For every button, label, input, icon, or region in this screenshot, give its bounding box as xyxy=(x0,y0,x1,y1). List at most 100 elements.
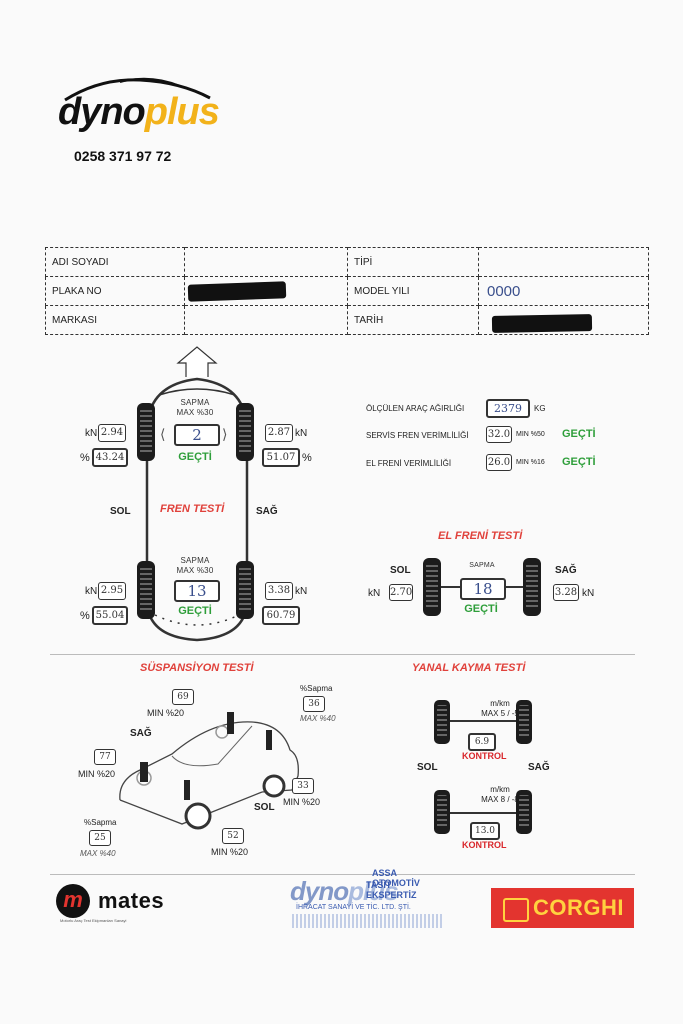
susp-front-sapma-label: %Sapma xyxy=(300,684,333,693)
stamp-line: İHRACAT SANAYİ VE TİC. LTD. ŞTİ. xyxy=(296,904,411,911)
hand-right-kn-unit: kN xyxy=(582,588,595,599)
stamp-top: ASSA OTOMOTİV xyxy=(372,868,420,888)
hand-brake-test-title: EL FRENİ TESTİ xyxy=(438,530,523,542)
company-stamp: dynoplus ASSA OTOMOTİV TASİT EKSPERTİZ İ… xyxy=(284,866,444,934)
model-year-value: 0000 xyxy=(478,276,649,306)
front-left-tyre-icon xyxy=(137,403,155,461)
slip-rear-right-tyre-icon xyxy=(516,790,532,834)
rear-right-kn-unit: kN xyxy=(295,586,308,597)
front-left-kn-unit: kN xyxy=(85,428,98,439)
slip-rear-unit: m/km xyxy=(490,785,510,794)
model-year-label: MODEL YILI xyxy=(347,276,479,306)
corghi-emblem-icon xyxy=(503,898,529,922)
slip-front-max: MAX 5 / -5 xyxy=(481,709,519,718)
susp-rear-right-min: MIN %20 xyxy=(211,847,249,857)
slip-front-left-tyre-icon xyxy=(434,700,450,744)
mates-logo-text: mates xyxy=(98,888,165,913)
car-silhouette-icon xyxy=(64,77,211,102)
name-label: ADI SOYADI xyxy=(45,247,185,277)
front-brake-result: GEÇTİ xyxy=(178,451,212,463)
rear-right-tyre-icon xyxy=(236,561,254,619)
rear-left-kn-unit: kN xyxy=(85,586,98,597)
rear-deviation-label: SAPMA xyxy=(180,556,210,565)
hand-brake-value: 26.0 xyxy=(486,454,512,471)
front-left-pct: 43.24 xyxy=(92,448,128,467)
hand-deviation-label: SAPMA xyxy=(469,562,495,569)
susp-rear-sapma-max: MAX %40 xyxy=(80,849,116,858)
dynoplus-logo: dynoplus xyxy=(58,91,220,133)
susp-front-left-min: MIN %20 xyxy=(78,769,116,779)
rear-left-pct: 55.04 xyxy=(92,606,128,625)
brake-right-label: SAĞ xyxy=(256,506,278,517)
hand-left-kn-unit: kN xyxy=(368,588,381,599)
service-brake-result: GEÇTİ xyxy=(562,428,596,440)
front-right-pct: 51.07 xyxy=(262,448,300,467)
susp-front-sapma-value: 36 xyxy=(303,696,325,712)
mates-subtitle: Motorlu Araç Test Ekipmanları Sanayi xyxy=(60,918,127,923)
front-left-pct-unit: % xyxy=(80,452,90,464)
hand-right-tyre-icon xyxy=(523,558,541,616)
type-value xyxy=(478,247,649,277)
service-brake-value: 32.0 xyxy=(486,426,512,443)
front-deviation-label: SAPMA xyxy=(180,398,210,407)
brand-label: MARKASI xyxy=(45,305,185,335)
plate-label: PLAKA NO xyxy=(45,276,185,306)
weight-unit: KG xyxy=(534,404,546,413)
redacted-plate xyxy=(187,281,287,302)
suspension-test-title: SÜSPANSİYON TESTİ xyxy=(140,662,254,674)
hand-brake-deviation: 18 xyxy=(460,578,506,600)
slip-left-label: SOL xyxy=(417,762,438,773)
hand-brake-result: GEÇTİ xyxy=(562,456,596,468)
hand-brake-left-label: SOL xyxy=(390,565,411,576)
susp-front-sapma-max: MAX %40 xyxy=(300,714,336,723)
hand-brake-right-kn: 3.28 xyxy=(553,584,579,601)
corghi-logo: CORGHI xyxy=(491,888,634,928)
arrow-right-icon: ⟩ xyxy=(222,426,228,442)
susp-rear-sapma-label: %Sapma xyxy=(84,818,117,827)
rear-left-tyre-icon xyxy=(137,561,155,619)
service-brake-min: MIN %50 xyxy=(516,431,545,438)
section-divider xyxy=(50,654,635,655)
mates-logo-icon: m xyxy=(56,884,90,918)
susp-front-right-min: MIN %20 xyxy=(147,708,185,718)
weight-value: 2379 xyxy=(486,399,530,418)
hand-brake-right-label: SAĞ xyxy=(555,565,577,576)
hand-brake-left-kn: 2.70 xyxy=(389,584,413,601)
rear-left-pct-unit: % xyxy=(80,610,90,622)
slip-front-value: 6.9 xyxy=(468,733,496,751)
footer-divider xyxy=(50,874,635,875)
susp-front-left-value: 77 xyxy=(94,749,116,765)
susp-rear-left-value: 33 xyxy=(292,778,314,794)
date-label: TARİH xyxy=(347,305,479,335)
front-right-kn: 2.87 xyxy=(265,424,293,442)
brake-left-label: SOL xyxy=(110,506,131,517)
slip-rear-max: MAX 8 / -8 xyxy=(481,795,519,804)
stamp-mid: TASİT EKSPERTİZ xyxy=(366,880,417,900)
phone-number: 0258 371 97 72 xyxy=(74,148,172,164)
brake-test-title: FREN TESTİ xyxy=(160,503,225,515)
slip-front-axle xyxy=(450,720,516,722)
weight-label: ÖLÇÜLEN ARAÇ AĞIRLIĞI xyxy=(366,404,465,413)
susp-right-label: SAĞ xyxy=(130,728,152,739)
susp-left-label: SOL xyxy=(254,802,275,813)
slip-rear-result: KONTROL xyxy=(462,840,507,850)
slip-front-unit: m/km xyxy=(490,699,510,708)
slip-rear-axle xyxy=(450,812,516,814)
rear-brake-result: GEÇTİ xyxy=(178,605,212,617)
brand-value xyxy=(184,305,348,335)
slip-front-right-tyre-icon xyxy=(516,700,532,744)
hand-brake-deviation-result: GEÇTİ xyxy=(464,603,498,615)
slip-rear-value: 13.0 xyxy=(470,822,500,840)
hand-brake-min: MIN %16 xyxy=(516,459,545,466)
side-slip-test-title: YANAL KAYMA TESTİ xyxy=(412,662,526,674)
customer-info-table: ADI SOYADI TİPİ PLAKA NO MODEL YILI 0000… xyxy=(45,247,649,335)
slip-rear-left-tyre-icon xyxy=(434,790,450,834)
rear-right-pct: 60.79 xyxy=(262,606,300,625)
front-deviation-max: MAX %30 xyxy=(176,408,214,417)
arrow-left-icon: ⟨ xyxy=(160,426,166,442)
front-right-pct-unit: % xyxy=(302,452,312,464)
susp-front-right-value: 69 xyxy=(172,689,194,705)
slip-front-result: KONTROL xyxy=(462,751,507,761)
susp-rear-sapma-value: 25 xyxy=(89,830,111,846)
